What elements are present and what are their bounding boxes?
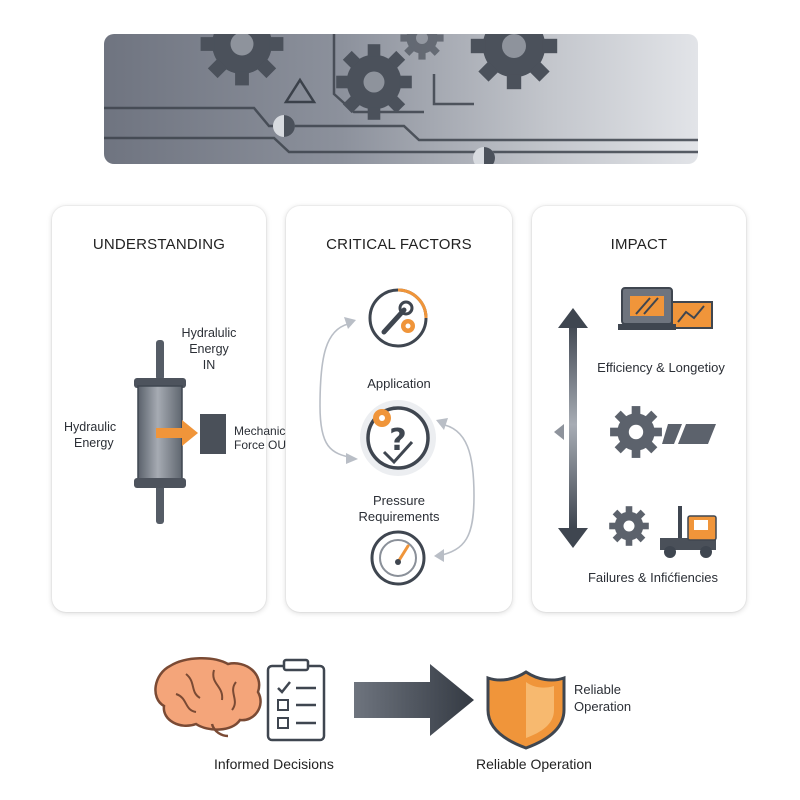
label-failures: Failures & Infićfiencies xyxy=(587,570,719,585)
panel-title-understanding: UNDERSTANDING xyxy=(92,236,226,253)
label-mechanical-out-1: Mechanical xyxy=(234,424,295,438)
critical-factors-cycle: ? xyxy=(319,288,475,586)
label-hydraulic-in-3: IN xyxy=(202,358,216,372)
shield-icon xyxy=(486,670,566,750)
half-circle-icon xyxy=(473,147,495,164)
label-hydraulic-energy-1: Hydraulic xyxy=(64,420,117,434)
brain-icon xyxy=(154,657,262,738)
label-pressure-1: Pressure xyxy=(372,493,426,508)
gear-icon xyxy=(470,34,558,90)
arrow-right-icon xyxy=(354,664,474,736)
label-hydraulic-energy-2: Energy xyxy=(74,436,114,450)
gear-icon xyxy=(200,34,284,86)
svg-text:?: ? xyxy=(389,423,406,458)
label-efficiency: Efficiency & Longetioy xyxy=(597,360,725,375)
arrow-right-icon xyxy=(156,420,198,446)
impact-illustration xyxy=(554,287,717,558)
label-pressure-2: Requirements xyxy=(358,509,440,524)
pressure-question-icon: ? xyxy=(360,400,436,476)
pressure-gauge-icon xyxy=(370,530,426,586)
mechanical-block-icon xyxy=(200,414,226,454)
label-application: Application xyxy=(367,376,431,391)
double-arrow-icon xyxy=(554,308,588,548)
panel-impact: IMPACT xyxy=(532,206,746,612)
gear-small-icon xyxy=(609,506,649,546)
machine-monitor-icon xyxy=(618,287,713,330)
gears-circuit-illustration xyxy=(104,34,698,164)
gear-icon xyxy=(400,34,444,60)
broken-shaft-icon xyxy=(662,424,716,444)
half-circle-icon xyxy=(273,115,295,137)
header-banner xyxy=(104,34,698,164)
bottom-flow xyxy=(154,657,566,750)
forklift-truck-icon xyxy=(660,506,717,558)
label-hydraulic-in-2: Energy xyxy=(189,342,229,356)
panel-title-impact: IMPACT xyxy=(610,236,668,253)
panel-understanding: UNDERSTANDING Hydralulic Energy IN Hydra… xyxy=(52,206,295,612)
label-reliable-1: Reliable xyxy=(574,682,621,697)
panel-title-critical-factors: CRITICAL FACTORS xyxy=(326,236,472,253)
label-reliable-operation: Reliable Operation xyxy=(476,756,592,772)
label-informed-decisions: Informed Decisions xyxy=(214,756,334,772)
checklist-clipboard-icon xyxy=(266,658,326,742)
gear-icon xyxy=(336,44,412,120)
gear-broken-icon xyxy=(610,406,662,458)
label-hydraulic-in-1: Hydralulic xyxy=(181,326,237,340)
label-reliable-2: Operation xyxy=(574,699,632,714)
triangle-icon xyxy=(283,77,317,104)
panel-critical-factors: CRITICAL FACTORS ? xyxy=(286,206,512,612)
cycle-arrows xyxy=(319,323,475,557)
hydraulic-cylinder-diagram xyxy=(134,340,226,524)
wrench-gear-icon xyxy=(368,288,428,348)
label-mechanical-out-2: Force OUT xyxy=(234,438,294,452)
